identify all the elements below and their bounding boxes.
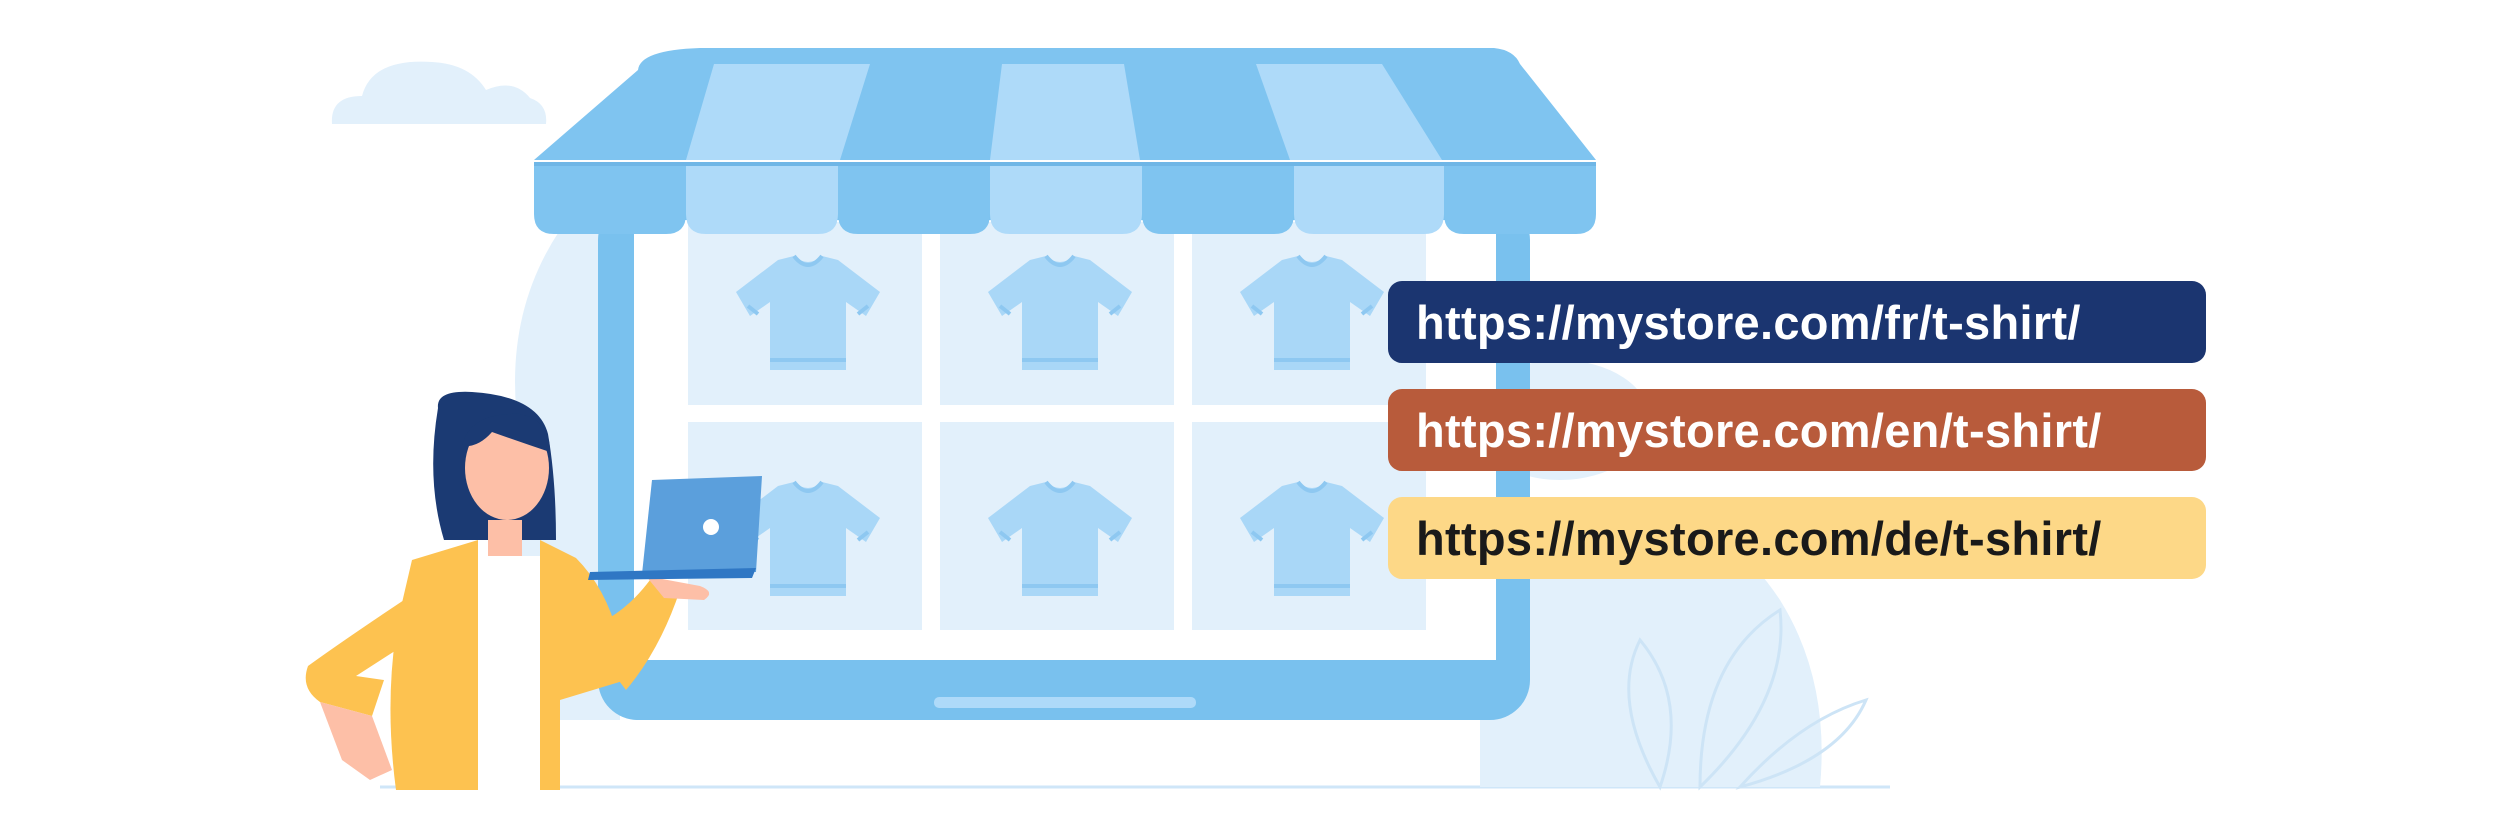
plant-leaves-icon — [1627, 607, 1869, 791]
storefront-awning-icon — [534, 48, 1596, 234]
url-de-label: https://mystore.com/de/t-shirt/ — [1388, 497, 2206, 579]
url-fr-label: https://mystore.com/fr/t-shirt/ — [1388, 281, 2206, 363]
url-en-label: https://mystore.com/en/t-shirt/ — [1388, 389, 2206, 471]
woman-with-laptop-icon — [305, 391, 762, 790]
cloud-icon — [331, 61, 547, 124]
